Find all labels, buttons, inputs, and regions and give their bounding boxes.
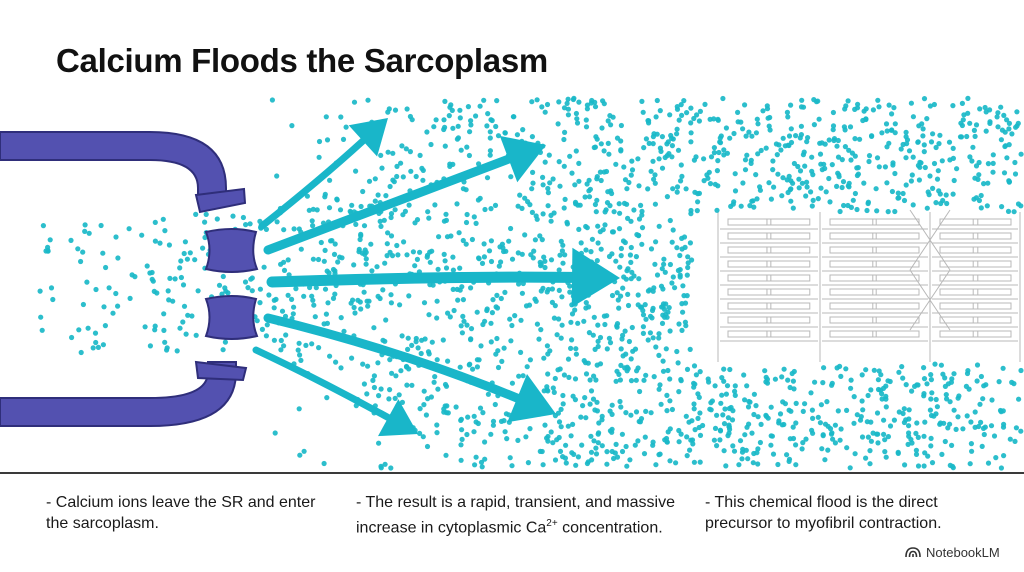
notebooklm-logo-icon: [905, 547, 921, 558]
sr-upper-tube: [0, 131, 227, 201]
sr-upper-cap: [194, 187, 247, 214]
sarcoplasmic-reticulum: [0, 131, 259, 427]
flow-arrow-3: [266, 247, 620, 308]
channel-upper-block: [204, 228, 259, 273]
caption-2: - The result is a rapid, transient, and …: [356, 494, 675, 537]
section-divider: [0, 472, 1024, 474]
myofibril: [717, 209, 1021, 362]
calcium-release-diagram: [0, 95, 1024, 471]
flow-arrow-5: [252, 346, 418, 437]
sr-lower-cap: [194, 360, 248, 382]
superscript: 2+: [546, 518, 558, 529]
calcium-flow-arrows: [252, 118, 620, 437]
channel-lower-block: [204, 295, 259, 340]
caption-1: - Calcium ions leave the SR and enter th…: [46, 494, 316, 532]
brand-badge: NotebookLM: [905, 544, 1000, 560]
flow-arrow-4: [263, 313, 556, 423]
flow-arrow-2: [263, 135, 546, 255]
calcium-ions: [37, 95, 1024, 471]
caption-3: - This chemical flood is the direct prec…: [705, 494, 942, 532]
flow-arrow-1: [258, 118, 388, 230]
brand-label: NotebookLM: [926, 544, 1000, 560]
page-title: Calcium Floods the Sarcoplasm: [56, 42, 548, 79]
